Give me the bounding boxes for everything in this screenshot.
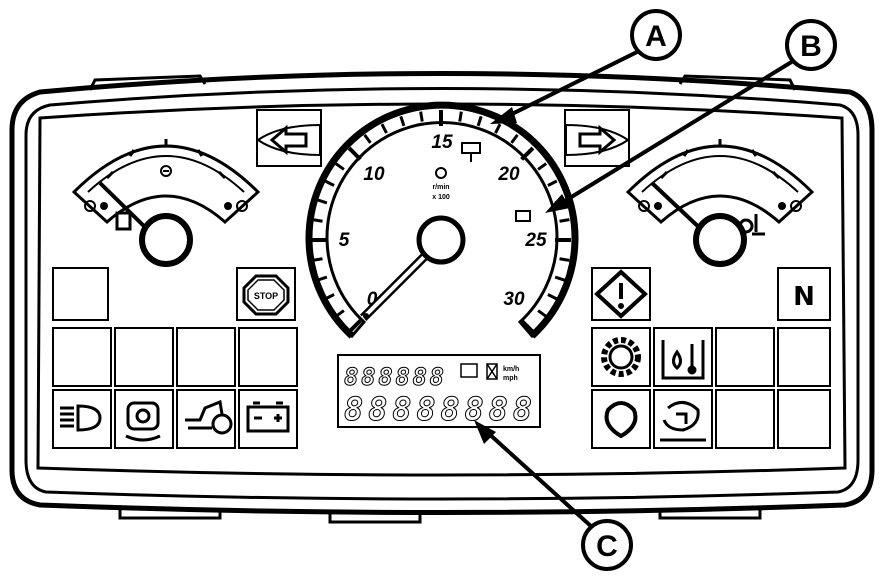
tach-label-0: 0 [367,289,378,310]
tach-tick [510,133,519,144]
temperature-gauge-needle [650,181,706,234]
tach-tick [334,162,345,171]
left-arrow-icon [269,124,308,156]
tachometer: 0 5 10 15 20 25 30 r/min x 100 [305,101,579,339]
headlight-icon [60,404,102,432]
tach-tick [419,111,424,122]
tach-tick [537,309,548,318]
tach-tick [399,115,406,127]
warning-diamond-icon [594,269,648,319]
callout-c: C [474,420,633,571]
gear-icon [601,337,641,377]
hydraulic-oil-temp-icon [661,340,705,380]
right-arrow-icon [578,124,617,156]
tach-tick [363,133,372,144]
pto-shaft-icon [660,401,706,442]
stop-label: STOP [254,291,278,301]
lcd-unit-mph: mph [503,375,518,382]
lcd-engine-icon [460,363,478,378]
fuel-pump-icon [115,211,132,231]
lcd-bottom-digits: 88888888 [344,390,532,428]
tach-tick [380,123,388,134]
tach-tick [520,319,535,334]
fuel-gauge-needle [98,181,152,234]
tach-tick [347,319,362,334]
lcd-unit-kmh: km/h [503,366,519,373]
lcd-display: 888888 km/h mph 88888888 [337,354,541,429]
tach-tick [312,218,323,223]
tach-tick [559,257,570,262]
pto-indicator [653,389,713,449]
tach-tick [547,179,558,187]
air-filter-indicator [591,327,651,387]
oil-pressure-icon [604,401,638,439]
callout-a: A [490,9,682,124]
tach-tick [547,293,558,301]
tach-label-5: 5 [339,230,350,251]
tach-tick [554,275,566,282]
tach-label-30: 30 [503,289,525,310]
pto-speed-icon [515,210,531,222]
right-turn-indicator [564,109,630,167]
left-top-blank-indicator [52,267,109,321]
pto-engaged-icon [461,142,481,162]
lcd-top-digits: 888888 [344,363,444,391]
stop-indicator [236,267,296,321]
tach-label-25: 25 [524,230,547,251]
tach-tick [312,257,323,262]
tach-tick [316,198,328,205]
transmission-icon [125,401,161,442]
tach-tick [324,179,335,187]
neutral-indicator [777,267,831,321]
callout-b-letter: B [800,30,822,63]
tachometer-ticks [311,110,571,334]
tach-tick [347,146,362,161]
battery-indicator [238,389,298,449]
tach-tick [494,123,502,134]
tach-tick [316,275,328,282]
tach-label-20: 20 [497,164,520,185]
hydraulic-temp-indicator [653,327,713,387]
tach-label-10: 10 [363,164,385,185]
transmission-indicator [114,389,174,449]
callout-b: B [545,19,837,213]
implement-indicator [176,389,236,449]
engine-oil-icon [435,167,447,179]
tach-label-15: 15 [431,132,453,153]
cluster-housing [9,71,875,524]
headlight-indicator [52,389,112,449]
battery-icon [246,401,290,433]
temperature-gauge [625,139,815,267]
tach-unit-rpm: r/min [432,184,449,191]
tach-tick [334,309,345,318]
tach-tick [520,146,535,161]
minus-symbol-icon [160,165,172,177]
tach-unit-multiplier: x 100 [432,194,450,201]
callout-a-letter: A [645,20,667,53]
oil-pressure-indicator [591,389,651,449]
neutral-label: N [793,282,815,312]
left-indicator-panel: STOP [52,267,298,449]
right-indicator-panel: N [591,267,831,449]
warning-indicator [591,267,651,321]
tach-tick [537,162,548,171]
tach-tick [559,218,570,223]
fuel-gauge [71,139,261,267]
tach-tick [458,111,463,122]
left-turn-indicator [256,109,322,167]
implement-hitch-icon [185,399,233,435]
lcd-hourglass-icon [486,363,498,380]
tach-tick [476,115,483,127]
tach-tick [324,293,335,301]
callout-c-letter: C [596,530,618,563]
